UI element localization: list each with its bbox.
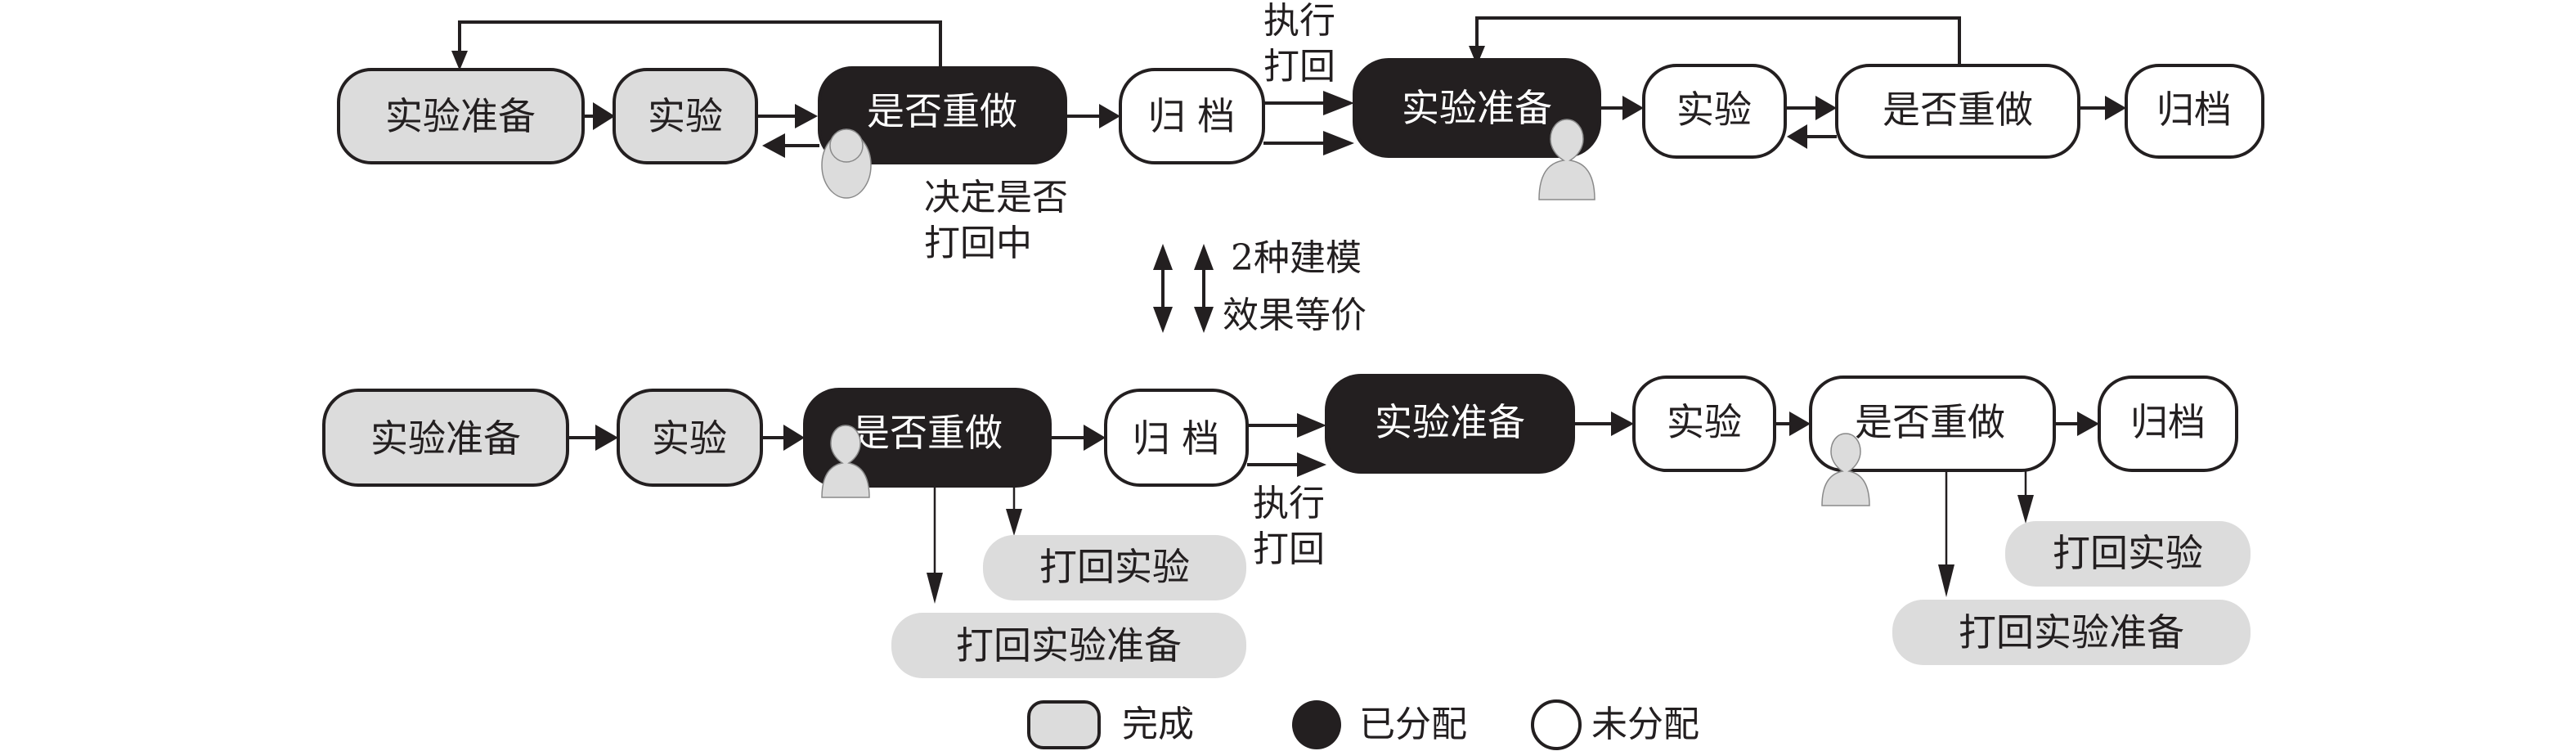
node-label: 实验准备 <box>385 94 536 138</box>
bottom-node-5[interactable]: 实验准备 <box>1325 374 1575 474</box>
left-branches <box>927 486 1022 604</box>
node-label: 归 档 <box>1133 416 1220 461</box>
right-option-2[interactable]: 打回实验准备 <box>1892 600 2251 665</box>
equivalence-note: 2种建模 效果等价 <box>1153 237 1367 336</box>
node-label: 归档 <box>2156 88 2232 132</box>
node-label: 归 档 <box>1148 94 1236 138</box>
legend-label: 未分配 <box>1591 704 1699 745</box>
bottom-node-1[interactable]: 实验准备 <box>322 389 569 487</box>
legend-item-assigned: 已分配 <box>1292 700 1467 749</box>
execute-return-line-2: 打回 <box>1253 528 1325 570</box>
legend-item-done: 完成 <box>1027 700 1194 749</box>
node-label: 实验 <box>648 94 723 138</box>
node-label: 实验 <box>652 416 727 461</box>
node-label: 实验准备 <box>1402 86 1552 130</box>
person-icon <box>1538 119 1595 200</box>
bottom-node-2[interactable]: 实验 <box>617 389 763 487</box>
node-label: 是否重做 <box>1883 88 2033 132</box>
top-node-8[interactable]: 归档 <box>2125 64 2264 159</box>
bottom-node-7[interactable]: 是否重做 <box>1809 376 2056 472</box>
option-label: 打回实验准备 <box>956 623 1182 668</box>
top-node-2[interactable]: 实验 <box>613 68 758 164</box>
person-icon <box>821 128 872 199</box>
node-label: 归档 <box>2130 400 2206 444</box>
bottom-node-3[interactable]: 是否重做 <box>803 388 1052 488</box>
right-branches <box>1938 470 2034 597</box>
node-label: 实验 <box>1676 88 1752 132</box>
decision-note-line-2: 打回中 <box>924 223 1032 264</box>
double-vertical-arrows-icon <box>1153 244 1214 333</box>
legend-swatch-assigned <box>1292 700 1341 749</box>
top-loop-arrow-2 <box>1475 16 1961 65</box>
top-loop-arrow-1 <box>458 20 942 68</box>
node-label: 是否重做 <box>867 89 1017 133</box>
legend-label: 已分配 <box>1359 704 1467 745</box>
legend-swatch-done <box>1027 700 1101 749</box>
legend-label: 完成 <box>1122 704 1194 745</box>
bottom-node-4[interactable]: 归 档 <box>1104 389 1249 487</box>
arrowhead <box>1469 46 1485 65</box>
execute-return-line-2: 打回 <box>1263 46 1335 88</box>
equivalence-line-1: 2种建模 <box>1231 237 1362 279</box>
node-label: 实验准备 <box>1375 400 1525 444</box>
execute-return-line-1: 执行 <box>1253 483 1325 524</box>
top-node-7[interactable]: 是否重做 <box>1835 64 2080 159</box>
top-arrows <box>583 91 2126 158</box>
option-label: 打回实验 <box>1039 545 1190 589</box>
bottom-node-6[interactable]: 实验 <box>1632 376 1776 472</box>
legend: 完成 已分配 未分配 <box>1027 699 1699 750</box>
node-label: 是否重做 <box>852 411 1003 455</box>
execute-return-line-1: 执行 <box>1263 0 1335 42</box>
legend-swatch-unassigned <box>1531 699 1582 750</box>
top-node-6[interactable]: 实验 <box>1642 64 1787 159</box>
left-option-1[interactable]: 打回实验 <box>983 535 1246 600</box>
decision-note-line-1: 决定是否 <box>924 177 1068 218</box>
person-icon <box>821 425 870 498</box>
option-label: 打回实验 <box>2053 531 2203 575</box>
node-label: 是否重做 <box>1855 400 2005 444</box>
bottom-arrows <box>568 411 2099 477</box>
top-node-5[interactable]: 实验准备 <box>1353 58 1601 158</box>
bottom-flow: 实验准备 实验 是否重做 归 档 实验准备 实验 是否重做 归档 <box>322 374 2251 678</box>
top-flow: 实验准备 实验 是否重做 归 档 实验准备 实验 是否重做 归档 <box>337 0 2264 264</box>
left-option-2[interactable]: 打回实验准备 <box>891 613 1246 678</box>
node-label: 实验准备 <box>370 416 521 461</box>
top-node-1[interactable]: 实验准备 <box>337 68 585 164</box>
right-option-1[interactable]: 打回实验 <box>2005 521 2251 587</box>
option-label: 打回实验准备 <box>1959 610 2184 654</box>
top-node-4[interactable]: 归 档 <box>1119 68 1265 164</box>
equivalence-line-2: 效果等价 <box>1223 295 1367 336</box>
arrowhead <box>451 51 468 70</box>
person-icon <box>1821 433 1870 506</box>
node-label: 实验 <box>1667 400 1742 444</box>
legend-item-unassigned: 未分配 <box>1531 699 1699 750</box>
bottom-node-8[interactable]: 归档 <box>2098 376 2238 472</box>
